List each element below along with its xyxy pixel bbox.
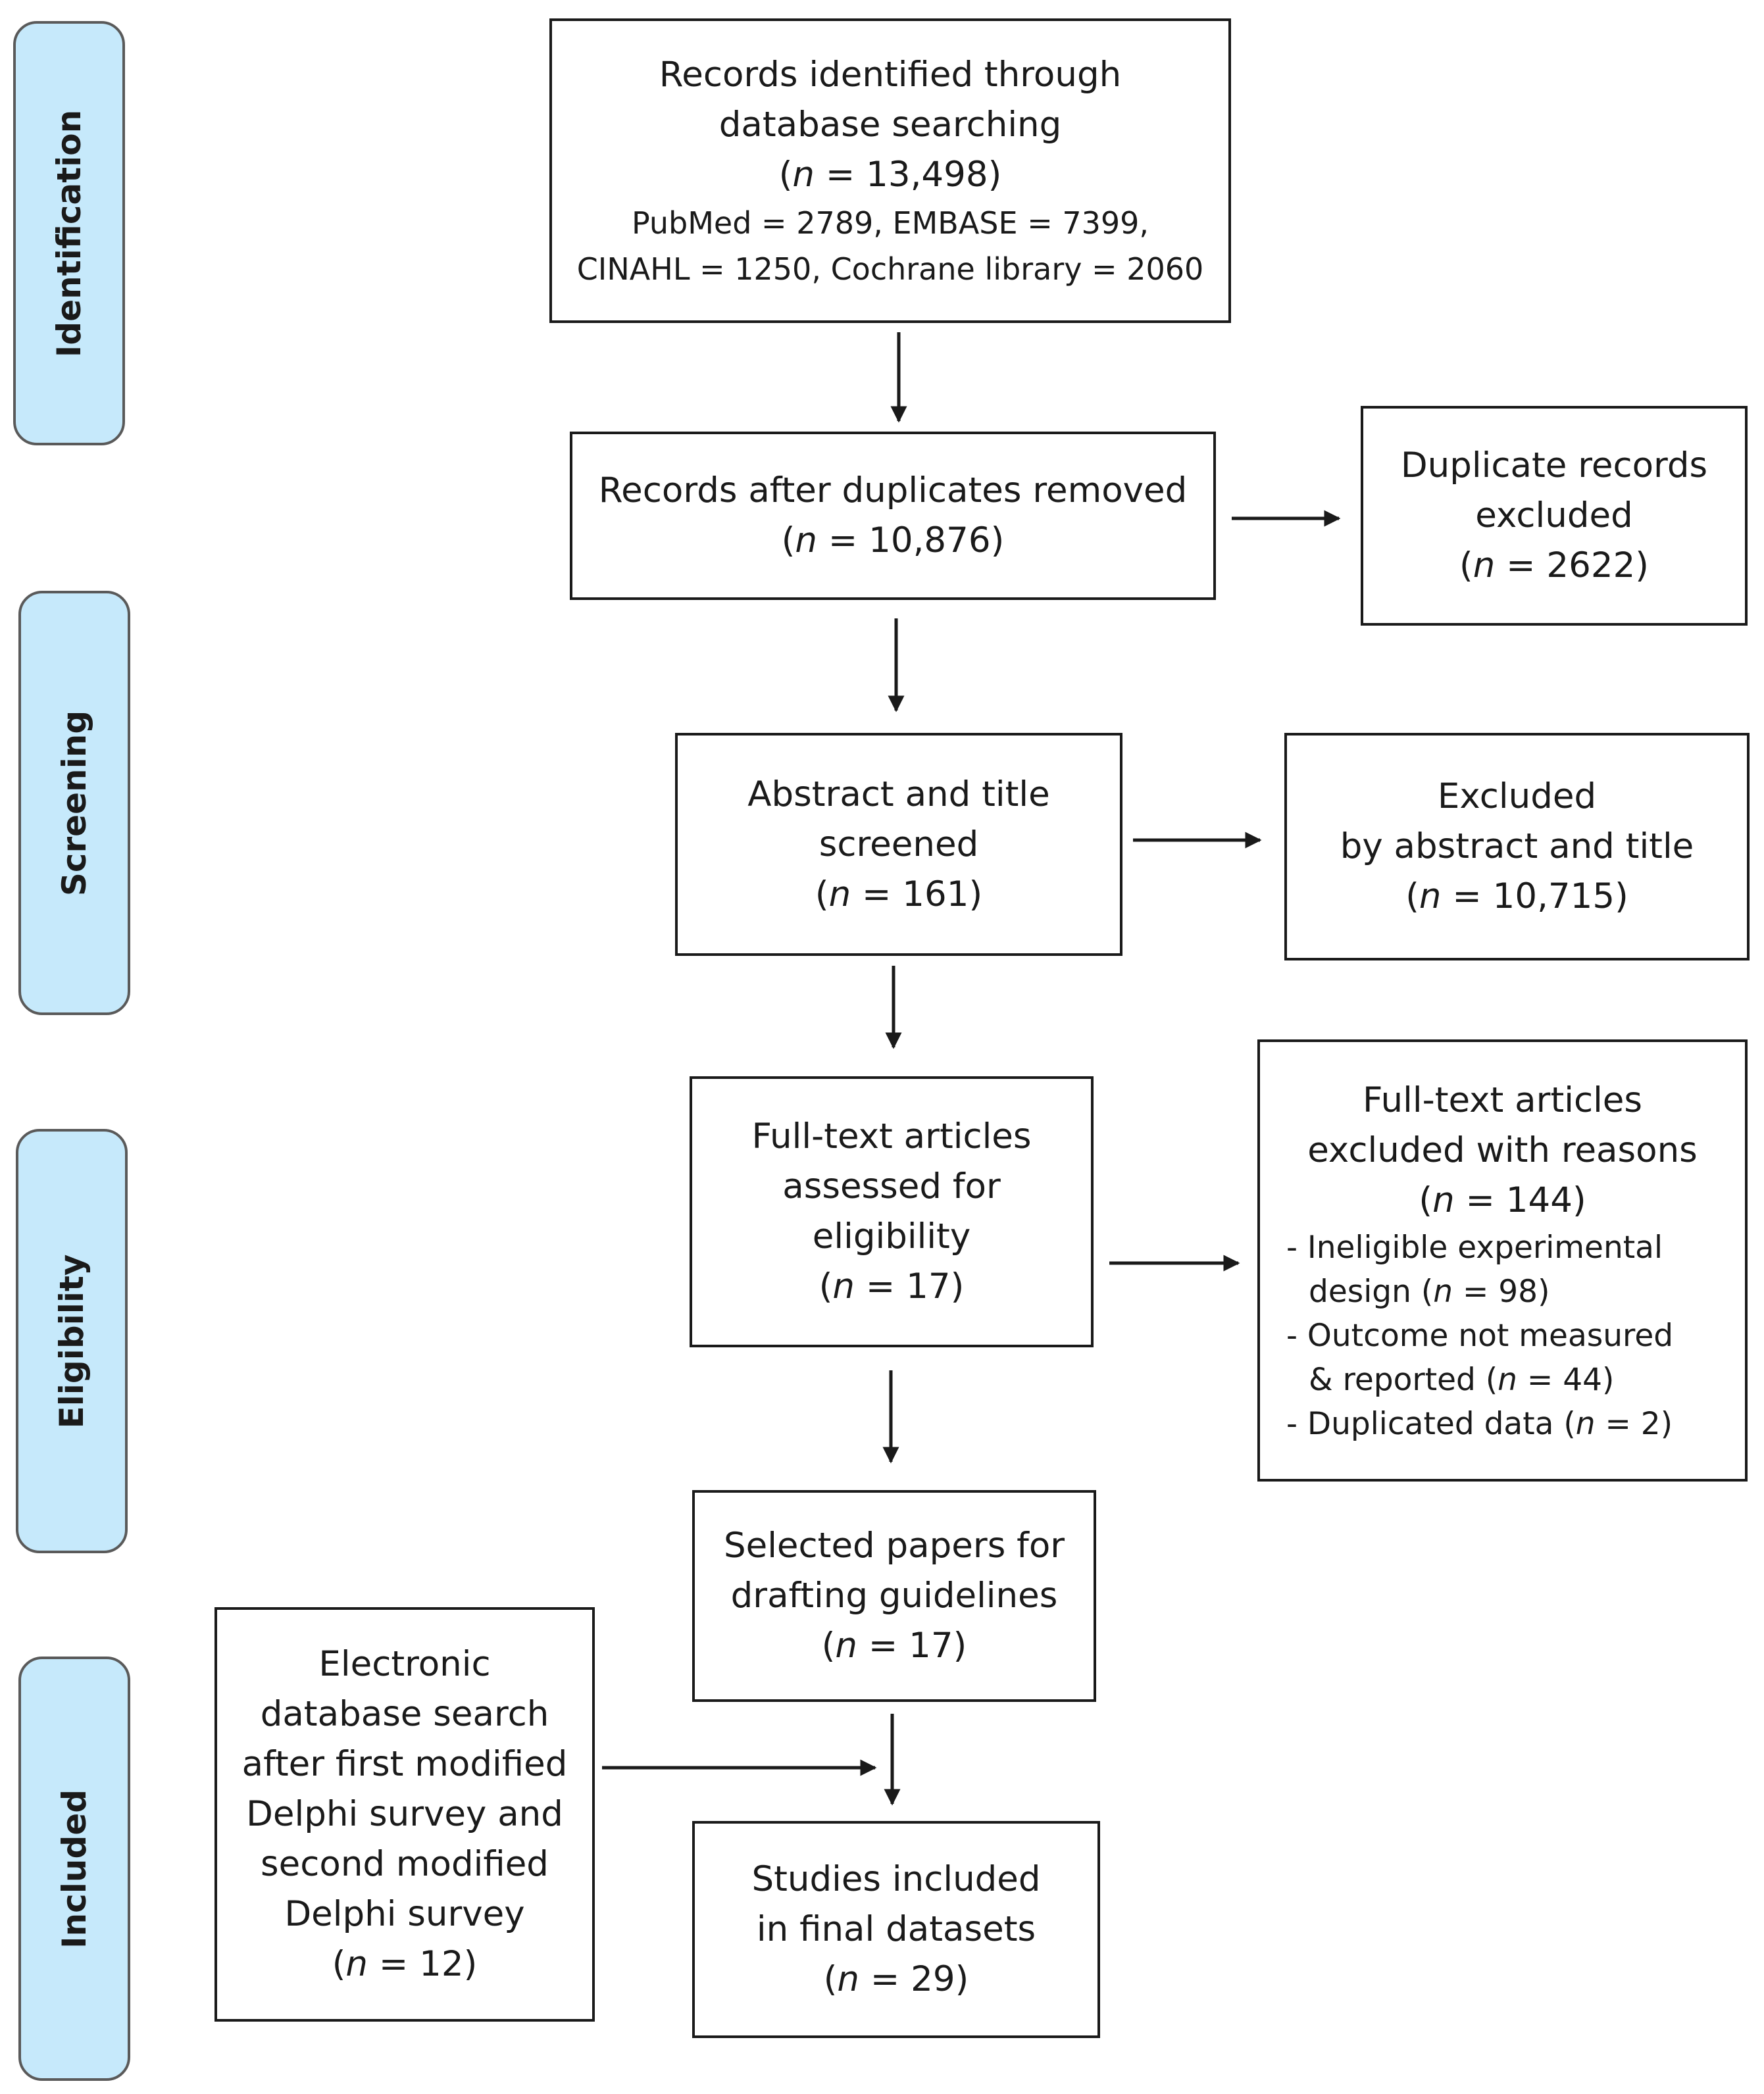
duplicates-excluded-box: Duplicate records excluded (n = 2622) (1361, 406, 1748, 626)
studies-included-count: (n = 29) (823, 1959, 969, 1999)
fulltext-assessed-count: (n = 17) (819, 1266, 965, 1307)
records-identified-sources1: PubMed = 2789, EMBASE = 7399, (631, 205, 1149, 241)
electronic-search-line2: database search (260, 1694, 549, 1734)
excluded-abstract-box: Excluded by abstract and title (n = 10,7… (1284, 733, 1750, 960)
fulltext-excluded-line2: excluded with reasons (1307, 1130, 1698, 1170)
reason-duplicated-data: - Duplicated data (n = 2) (1286, 1405, 1673, 1442)
stage-screening: Screening (18, 591, 130, 1015)
studies-included-line2: in final datasets (756, 1909, 1036, 1949)
fulltext-assessed-line1: Full-text articles (751, 1116, 1032, 1157)
after-duplicates-line1: Records after duplicates removed (598, 470, 1188, 511)
excluded-abstract-count: (n = 10,715) (1405, 876, 1628, 916)
reason-outcome-not-measured-a: - Outcome not measured (1286, 1317, 1674, 1354)
stage-included: Included (18, 1657, 130, 2081)
fulltext-assessed-line3: eligibility (812, 1216, 971, 1257)
duplicates-excluded-line1: Duplicate records (1400, 445, 1708, 486)
reason-ineligible-design-a: - Ineligible experimental (1286, 1229, 1663, 1266)
selected-papers-line1: Selected papers for (723, 1526, 1065, 1566)
fulltext-excluded-line1: Full-text articles (1362, 1080, 1643, 1120)
duplicates-excluded-count: (n = 2622) (1459, 545, 1649, 586)
electronic-search-count: (n = 12) (332, 1944, 478, 1984)
electronic-search-line5: second modified (261, 1844, 549, 1884)
fulltext-assessed-box: Full-text articles assessed for eligibil… (690, 1076, 1094, 1347)
fulltext-excluded-count: (n = 144) (1419, 1180, 1586, 1220)
exclusion-reasons-list: - Ineligible experimental design (n = 98… (1286, 1226, 1673, 1446)
screened-box: Abstract and title screened (n = 161) (675, 733, 1122, 956)
electronic-search-line4: Delphi survey and (246, 1794, 563, 1834)
fulltext-excluded-box: Full-text articles excluded with reasons… (1257, 1039, 1748, 1482)
records-identified-line1: Records identified through (659, 54, 1122, 95)
excluded-abstract-line1: Excluded (1437, 776, 1597, 816)
stage-identification: Identification (13, 21, 125, 445)
studies-included-line1: Studies included (751, 1859, 1041, 1899)
selected-papers-line2: drafting guidelines (730, 1576, 1058, 1616)
electronic-search-box: Electronic database search after first m… (214, 1607, 595, 2022)
fulltext-assessed-line2: assessed for (782, 1166, 1001, 1207)
reason-outcome-not-measured-b: & reported (n = 44) (1309, 1361, 1615, 1398)
studies-included-box: Studies included in final datasets (n = … (692, 1821, 1100, 2038)
stage-eligibility: Eligibility (16, 1129, 128, 1553)
electronic-search-line6: Delphi survey (284, 1894, 525, 1934)
records-identified-line2: database searching (718, 104, 1062, 145)
after-duplicates-count: (n = 10,876) (781, 520, 1005, 561)
after-duplicates-box: Records after duplicates removed (n = 10… (570, 432, 1216, 600)
reason-ineligible-design-b: design (n = 98) (1309, 1273, 1550, 1310)
selected-papers-box: Selected papers for drafting guidelines … (692, 1490, 1096, 1702)
electronic-search-line3: after first modified (241, 1744, 568, 1784)
duplicates-excluded-line2: excluded (1475, 495, 1633, 536)
screened-line2: screened (819, 824, 979, 864)
records-identified-count: (n = 13,498) (778, 154, 1002, 195)
records-identified-sources2: CINAHL = 1250, Cochrane library = 2060 (576, 251, 1204, 287)
excluded-abstract-line2: by abstract and title (1340, 826, 1694, 866)
records-identified-box: Records identified through database sear… (549, 18, 1231, 323)
electronic-search-line1: Electronic (318, 1644, 491, 1684)
screened-count: (n = 161) (815, 874, 983, 914)
screened-line1: Abstract and title (747, 774, 1050, 814)
selected-papers-count: (n = 17) (821, 1626, 967, 1666)
